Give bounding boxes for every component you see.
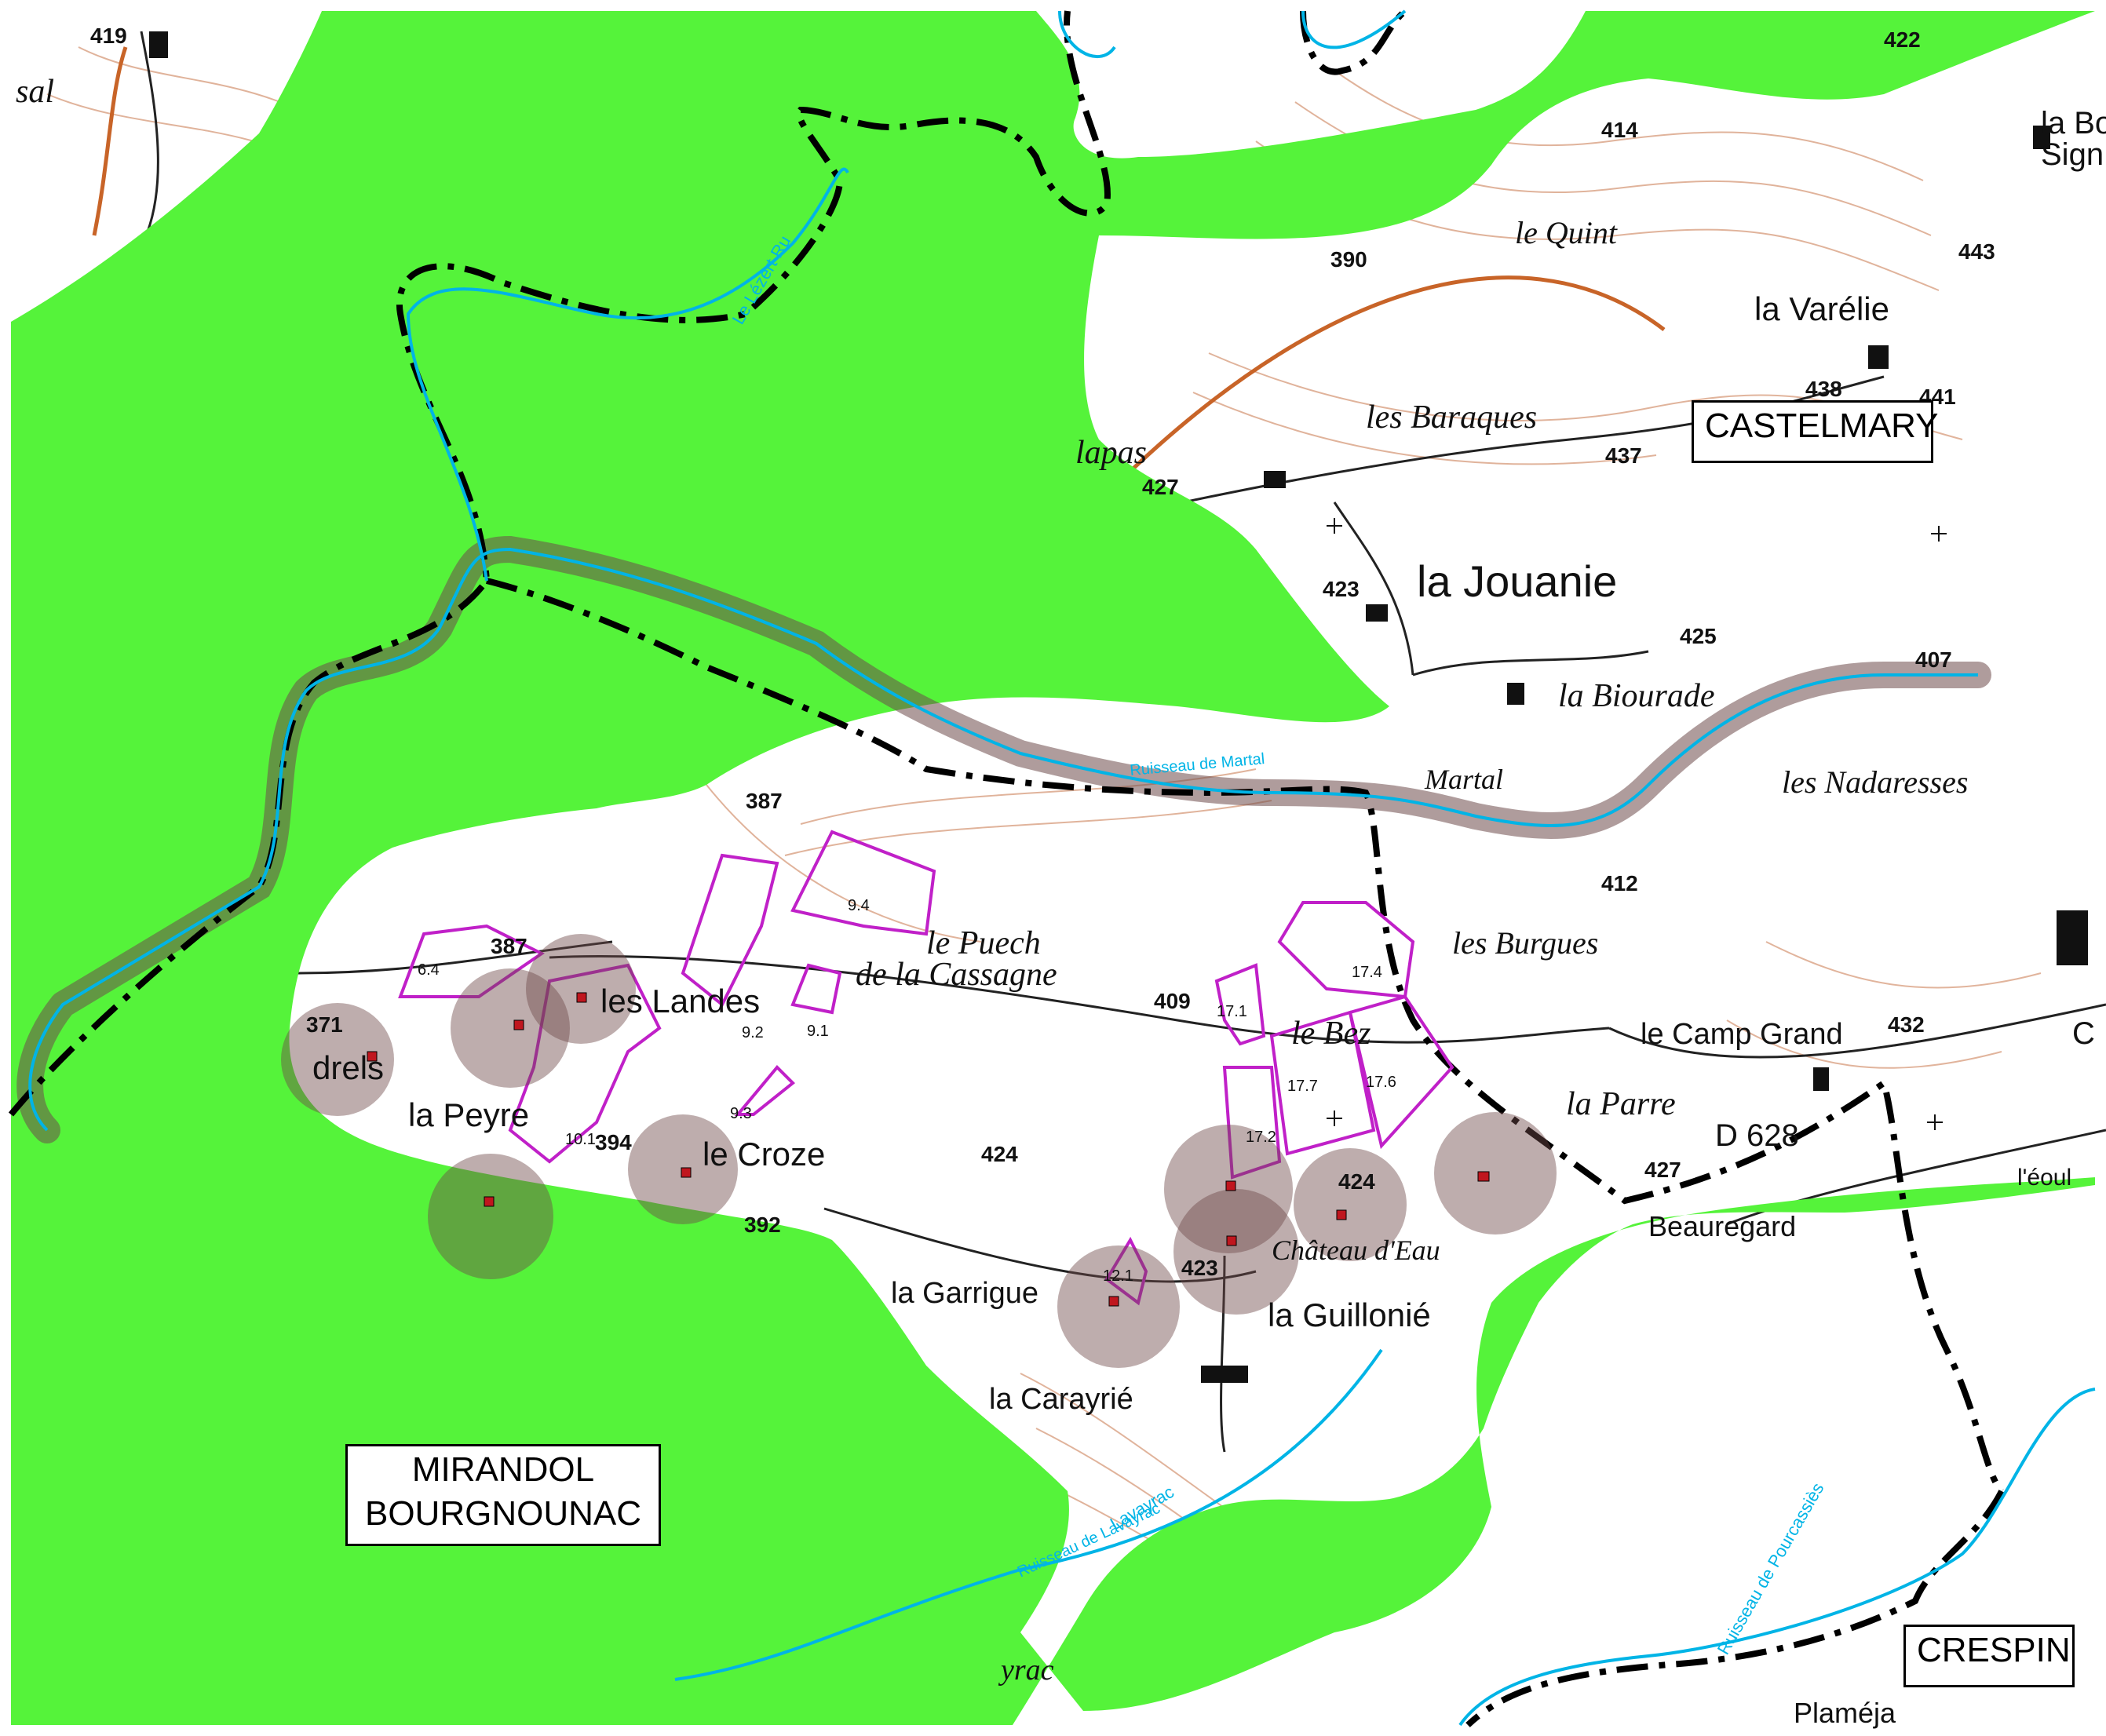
place-sign: Sign [2041,137,2104,172]
place-l-edge: l'éoul [2017,1165,2071,1191]
major-road-north [92,46,128,236]
place-chateau-deau: Château d'Eau [1272,1235,1440,1266]
altitude-label: 409 [1154,989,1191,1013]
altitude-label: 414 [1601,118,1638,142]
place-c-edge: C [2072,1016,2095,1051]
altitude-label: 438 [1805,377,1842,401]
parcel-labels: 6.4 9.4 9.2 9.1 9.3 10.1 17.1 17.4 17.7 … [418,897,1396,1285]
parcels [398,830,1454,1306]
parcel-label: 17.6 [1366,1074,1396,1091]
altitude-label: 427 [1644,1158,1681,1182]
altitude-label: 407 [1915,647,1952,672]
place-lapas: lapas [1075,435,1147,471]
parcel-label: 12.1 [1103,1267,1133,1285]
place-les-landes: les Landes [600,983,760,1019]
place-la-guillonie: la Guillonié [1268,1297,1431,1333]
parcel-label: 17.4 [1352,964,1382,981]
altitude-label: 387 [746,789,783,813]
altitude-label: 371 [306,1012,343,1037]
place-le-bez: le Bez [1291,1016,1371,1052]
place-la-jouanie: la Jouanie [1417,556,1617,606]
commune-name-line1: MIRANDOL [411,1450,595,1489]
parcel-label: 9.2 [742,1024,764,1041]
survey-crosses [1327,518,1947,1130]
commune-name: CRESPIN [1917,1631,2071,1669]
place-de-la-cassagne: de la Cassagne [856,957,1057,993]
topo-buildings [149,31,2088,1383]
altitude-label: 427 [1142,475,1179,499]
place-plameja: Plaméja [1794,1697,1896,1729]
green-zones [11,11,2095,1725]
altitude-label: 423 [1181,1256,1218,1280]
place-yrac: yrac [998,1654,1054,1687]
commune-label-mirandol: MIRANDOL BOURGNOUNAC [345,1444,661,1546]
parcel-label: 17.2 [1246,1129,1276,1146]
place-les-nadaresses: les Nadaresses [1782,764,1968,800]
altitude-label: 424 [1338,1169,1375,1194]
parcel-label: 9.1 [807,1023,829,1040]
commune-name: CASTELMARY [1705,407,1939,445]
place-les-burgues: les Burgues [1452,925,1598,961]
place-le-camp-grand: le Camp Grand [1641,1018,1843,1051]
place-drels: drels [312,1049,384,1086]
major-road [1121,275,1666,480]
altitude-label: 424 [981,1142,1018,1166]
place-les-baraques: les Baraques [1366,399,1537,436]
place-la-varelie: la Varélie [1754,290,1889,327]
parcel-label: 10.1 [565,1131,596,1148]
buildings [367,992,1490,1307]
place-names: sal le Quint la Varélie la Bo Sign les B… [16,74,2106,1729]
altitude-label: 437 [1605,443,1642,468]
altitude-label: 443 [1958,239,1995,264]
altitude-label: 390 [1330,247,1367,272]
commune-label-castelmary: CASTELMARY [1692,400,1939,463]
place-la-carayrie: la Carayrié [989,1383,1133,1416]
altitude-label: 432 [1888,1012,1925,1037]
parcel-label: 9.4 [848,897,870,914]
parcel-label: 17.1 [1217,1003,1247,1020]
place-le-puech: le Puech [926,925,1041,961]
streams [28,9,2096,1727]
parcel-label: 9.3 [730,1105,752,1122]
altitude-label: 394 [595,1130,632,1154]
place-la-bo: la Bo [2041,106,2106,140]
parcel-label: 6.4 [418,961,440,979]
altitude-labels: 419 422 414 443 390 438 441 437 427 423 … [90,24,1995,1280]
place-le-quint: le Quint [1515,215,1618,250]
place-la-biourade: la Biourade [1558,678,1714,714]
place-martal: Martal [1424,764,1503,795]
place-la-parre: la Parre [1566,1086,1676,1122]
altitude-label: 392 [744,1213,781,1237]
place-la-garrigue: la Garrigue [891,1277,1038,1310]
place-d628: D 628 [1715,1118,1799,1153]
altitude-label: 387 [491,934,527,958]
commune-name-line2: BOURGNOUNAC [364,1494,642,1533]
altitude-label: 422 [1884,27,1921,52]
altitude-label: 412 [1601,871,1638,895]
place-sal: sal [16,74,54,110]
parcel-label: 17.7 [1287,1078,1318,1095]
place-le-croze: le Croze [703,1136,825,1173]
place-la-peyre: la Peyre [408,1096,529,1133]
altitude-label: 423 [1323,577,1360,601]
altitude-label: 419 [90,24,127,48]
altitude-label: 425 [1680,624,1717,648]
commune-label-crespin: CRESPIN [1903,1625,2075,1687]
place-beauregard: Beauregard [1648,1210,1796,1242]
